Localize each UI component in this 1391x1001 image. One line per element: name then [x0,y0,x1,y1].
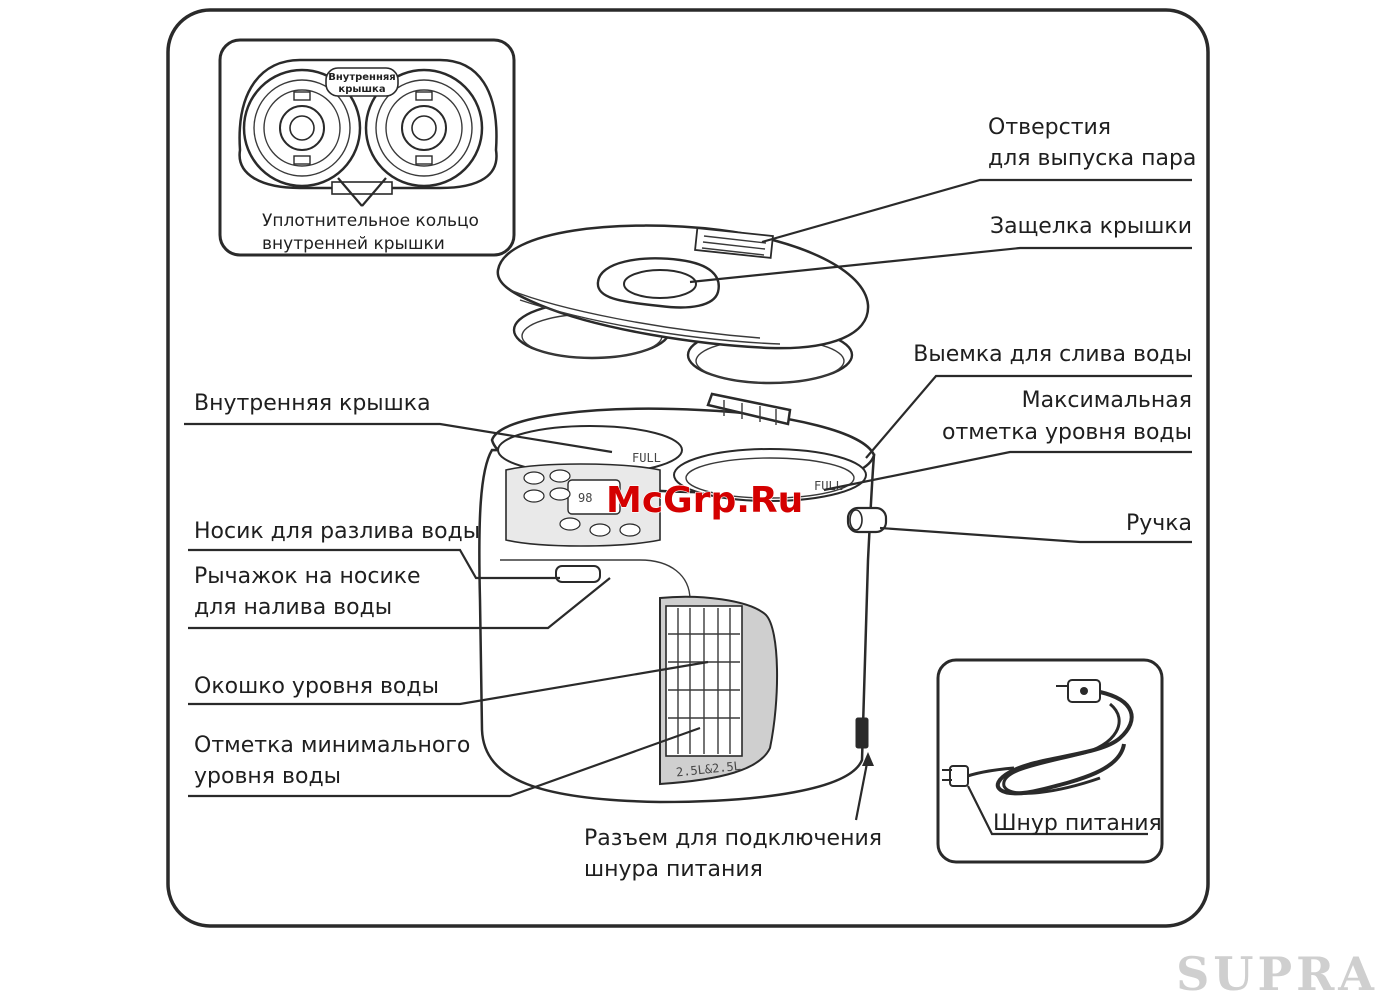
thermopot-body: FULL FULL 98 [478,392,888,804]
left-seal-ring [242,68,362,188]
inner-lid-seal-label-line1: Уплотнительное кольцо [262,211,479,231]
panel-button-3 [549,469,571,483]
inner-lid-inset: Внутренняя крышка Уплотнительное кольцо … [218,38,516,257]
spout [555,565,601,583]
max-water-mark-label-line2: отметка уровня воды [942,420,1192,445]
full-mark-left: FULL [632,451,661,465]
steam-vents-label-line1: Отверстия [988,115,1111,140]
inner-lid-badge-line1: Внутренняя [328,72,395,83]
display-temperature: 98 [578,491,592,505]
min-water-mark-label-line2: уровня воды [194,764,341,789]
spout-lever-label-line2: для налива воды [194,595,392,620]
panel-button-6 [589,523,611,537]
thermopot-lid [496,224,870,385]
panel-button-5 [559,517,581,531]
min-water-mark-label-line1: Отметка минимального [194,733,470,758]
drain-notch-label: Выемка для слива воды [913,342,1192,367]
carry-handle [846,506,888,534]
handle-label: Ручка [1126,511,1192,536]
power-cord-inset: Шнур питания [936,658,1164,864]
water-window-label: Окошко уровня воды [194,674,439,699]
power-connector-label-line2: шнура питания [584,857,763,882]
steam-vents-label-line2: для выпуска пара [988,146,1196,171]
spout-lever-label-line1: Рычажок на носике [194,564,421,589]
full-mark-right: FULL [814,479,843,493]
water-level-window: 2.5L&2.5L [659,595,779,786]
panel-button-2 [523,489,545,503]
capacity-mark: 2.5L&2.5L [675,759,741,780]
lid-latch-label: Защелка крышки [990,214,1192,239]
inner-lid-badge [325,67,399,97]
panel-button-4 [549,487,571,501]
inner-lid-label: Внутренняя крышка [194,391,431,416]
power-connector-label-line1: Разъем для подключения [584,826,882,851]
spout-label: Носик для разлива воды [194,519,480,544]
outer-frame [166,8,1210,928]
power-connector [855,717,869,749]
inner-lid-badge-line2: крышка [338,84,385,95]
power-cord-label: Шнур питания [993,811,1162,836]
inner-lid-seal-label-line2: внутренней крышки [262,234,445,254]
brand-logo: SUPRA [1176,947,1378,1001]
panel-button-1 [523,471,545,485]
right-seal-ring [364,68,484,188]
max-water-mark-label-line1: Максимальная [1022,388,1192,413]
panel-button-7 [619,523,641,537]
watermark: McGrp.Ru [606,480,803,521]
